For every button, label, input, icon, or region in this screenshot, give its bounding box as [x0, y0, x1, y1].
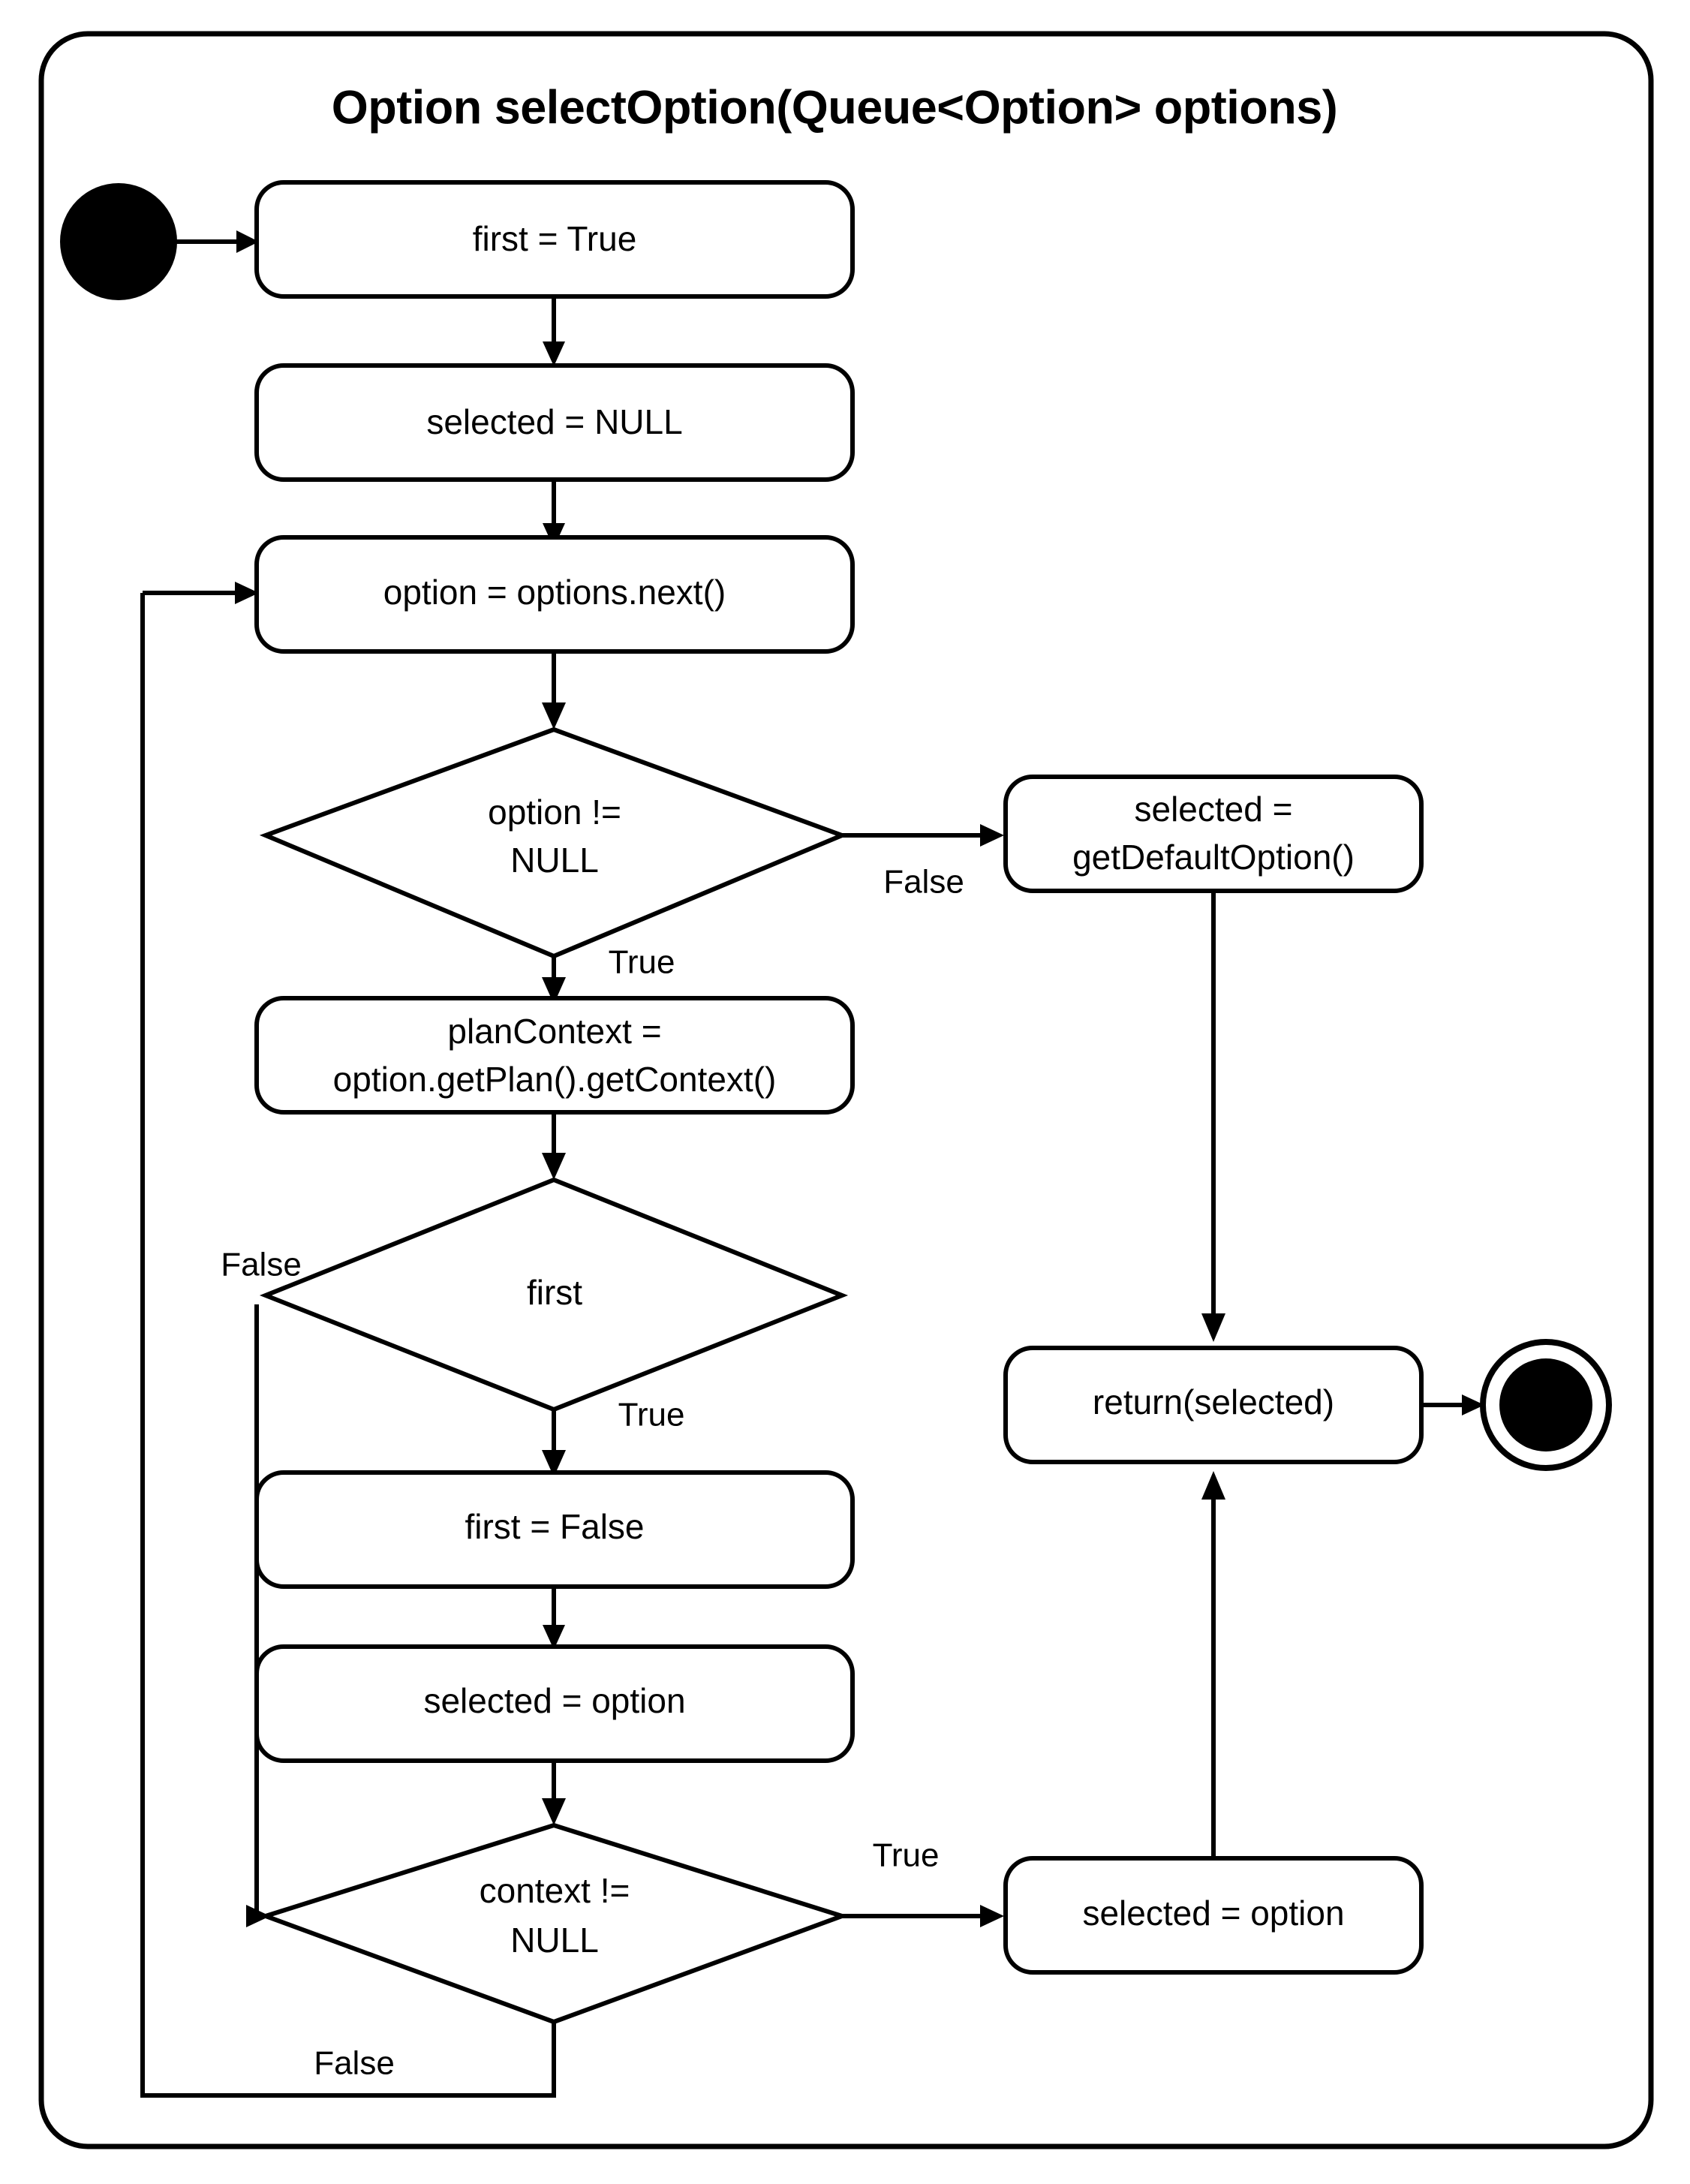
- action-node-first-false[interactable]: first = False: [254, 1470, 855, 1589]
- edge-selected-option2-to-return: [1201, 1471, 1225, 1869]
- action-label-first-false: first = False: [465, 1507, 644, 1546]
- edge-plancontext-to-first-decision: [542, 1109, 566, 1180]
- decision-label-option-notnull-line1: option !=: [488, 793, 621, 832]
- edge-start-to-first-true: [167, 230, 259, 253]
- edge-default-option-to-return: [1201, 890, 1225, 1342]
- decision-node-context-notnull[interactable]: context != NULL: [258, 1822, 850, 2025]
- action-label-selected-option-2: selected = option: [1082, 1894, 1344, 1933]
- edge-option-notnull-true-to-plancontext: [542, 956, 566, 1004]
- decision-label-first: first: [527, 1273, 582, 1312]
- edge-label-false-option-notnull: False: [883, 864, 964, 901]
- edge-option-notnull-false-to-default-option: [842, 824, 1004, 847]
- page-title: Option selectOption(Queue<Option> option…: [332, 82, 1337, 134]
- action-node-return-selected[interactable]: return(selected): [1003, 1346, 1424, 1464]
- decision-label-option-notnull-line2: NULL: [510, 841, 599, 880]
- action-label-selected-option: selected = option: [423, 1681, 685, 1720]
- edge-label-true-option-notnull: True: [609, 944, 675, 981]
- action-node-first-true[interactable]: first = True: [254, 180, 855, 299]
- action-label-selected-null: selected = NULL: [426, 402, 682, 441]
- decision-node-option-notnull[interactable]: option != NULL: [259, 726, 849, 959]
- action-node-selected-null[interactable]: selected = NULL: [254, 363, 855, 482]
- action-label-default-option-line1: selected =: [1135, 790, 1293, 829]
- action-label-first-true: first = True: [473, 219, 637, 258]
- action-label-plancontext-line1: planContext =: [447, 1012, 661, 1051]
- decision-label-context-notnull-line2: NULL: [510, 1921, 599, 1960]
- edge-first-true-to-selected-null: [543, 295, 565, 366]
- action-node-selected-option-2[interactable]: selected = option: [1003, 1856, 1424, 1975]
- edge-label-true-context-decision: True: [873, 1837, 940, 1874]
- final-node[interactable]: [1480, 1339, 1612, 1471]
- initial-node[interactable]: [60, 183, 177, 300]
- action-label-return-selected: return(selected): [1093, 1382, 1334, 1421]
- action-label-plancontext-line2: option.getPlan().getContext(): [333, 1060, 777, 1099]
- edge-return-to-final-node: [1423, 1394, 1484, 1415]
- action-label-default-option-line2: getDefaultOption(): [1072, 838, 1355, 877]
- decision-node-first[interactable]: first: [259, 1177, 849, 1412]
- action-node-selected-option[interactable]: selected = option: [254, 1644, 855, 1763]
- edge-context-false-loopback-to-option-next: [140, 582, 556, 2098]
- action-node-plancontext[interactable]: planContext = option.getPlan().getContex…: [254, 996, 855, 1115]
- edge-first-false-to-selected-option: [543, 1585, 565, 1650]
- edge-context-true-to-selected-option2: [842, 1905, 1004, 1927]
- edge-label-true-first-decision: True: [618, 1397, 685, 1433]
- edge-first-true-decision-to-first-false: [542, 1409, 566, 1477]
- edge-label-false-first-decision: False: [221, 1247, 302, 1283]
- edge-first-false-to-context-decision: [246, 1304, 270, 1927]
- edge-selected-option-to-context-decision: [542, 1762, 566, 1825]
- action-node-option-next[interactable]: option = options.next(): [254, 535, 855, 654]
- action-label-option-next: option = options.next(): [383, 573, 726, 612]
- action-node-default-option[interactable]: selected = getDefaultOption(): [1003, 775, 1424, 893]
- edge-label-false-context-decision: False: [314, 2045, 395, 2082]
- decision-label-context-notnull-line1: context !=: [480, 1871, 630, 1910]
- edge-option-next-to-option-notnull: [542, 651, 566, 730]
